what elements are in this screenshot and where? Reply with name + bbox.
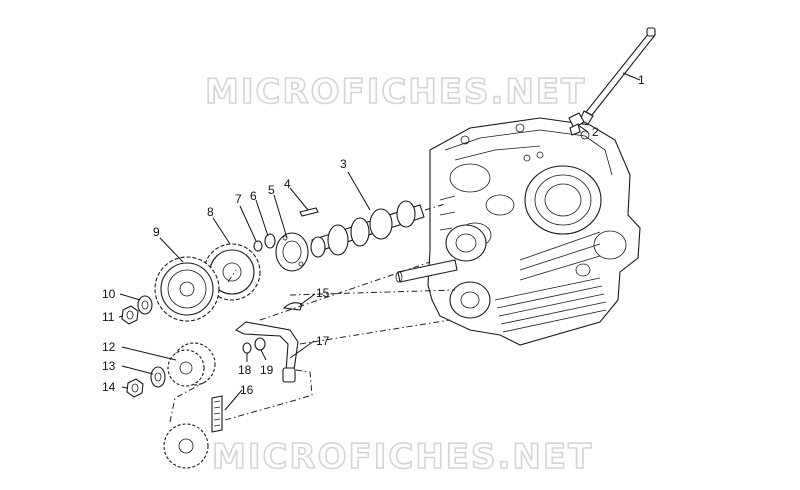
callout-10: 10 <box>102 287 116 301</box>
part-19-washer <box>254 337 266 351</box>
assembly-lines <box>169 261 456 423</box>
lower-sprocket <box>163 423 209 469</box>
callout-13: 13 <box>102 359 116 373</box>
part-9-gear <box>154 256 220 322</box>
callout-1: 1 <box>638 73 645 87</box>
callout-19: 19 <box>260 363 274 377</box>
part-18-bolt <box>242 342 252 354</box>
callout-5: 5 <box>268 183 275 197</box>
callout-15: 15 <box>316 286 330 300</box>
callout-14: 14 <box>102 380 116 394</box>
part-2-sleeve <box>568 112 585 136</box>
part-5-flange <box>275 232 309 272</box>
callout-12: 12 <box>102 340 116 354</box>
part-6-bolt <box>253 240 263 252</box>
part-17-tensioner <box>234 321 299 383</box>
part-16-chain <box>211 395 223 433</box>
callout-18: 18 <box>238 363 252 377</box>
callout-11: 11 <box>102 310 115 324</box>
part-13-washer <box>150 366 166 388</box>
callout-8: 8 <box>207 205 214 219</box>
part-11-nut <box>121 305 139 325</box>
callouts: 1 2 3 4 5 6 7 8 9 10 11 12 13 14 15 16 1… <box>102 73 645 397</box>
callout-7: 7 <box>235 192 242 206</box>
callout-2: 2 <box>592 125 599 139</box>
leader-lines <box>118 72 641 411</box>
cylinder-head <box>395 117 641 346</box>
callout-17: 17 <box>316 334 330 348</box>
watermark-bottom: MICROFICHES.NET <box>212 437 593 477</box>
part-7-washer <box>264 233 276 249</box>
part-10-washer <box>137 295 153 315</box>
part-3-camshaft <box>310 200 446 258</box>
callout-16: 16 <box>240 383 254 397</box>
part-12-sprocket <box>167 342 216 387</box>
part-14-nut <box>126 378 144 398</box>
callout-9: 9 <box>153 225 160 239</box>
watermark-top: MICROFICHES.NET <box>205 72 586 112</box>
callout-4: 4 <box>284 177 291 191</box>
callout-6: 6 <box>250 189 257 203</box>
callout-3: 3 <box>340 157 347 171</box>
part-4-pin <box>299 207 319 217</box>
